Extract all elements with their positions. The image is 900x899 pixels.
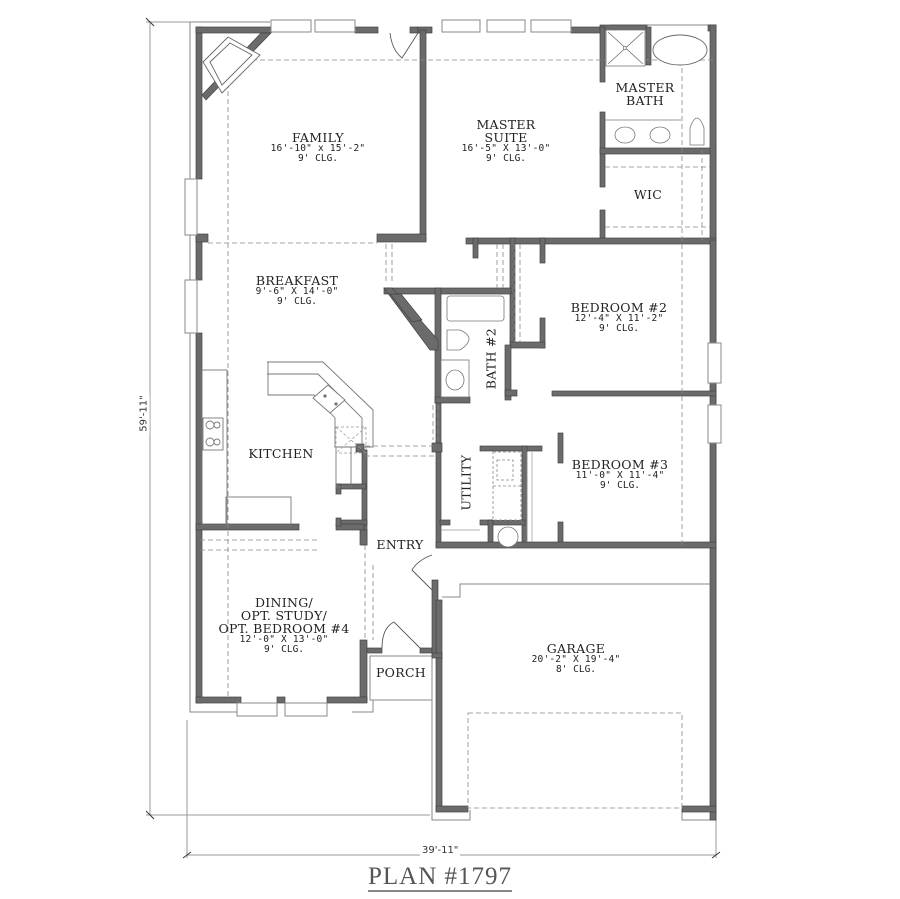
room-porch: PORCH [376,666,426,679]
room-name: BATH #2 [483,327,499,390]
room-name: KITCHEN [248,446,314,461]
room-wic: WIC [634,188,662,201]
room-family: FAMILY 16'-10" x 15'-2" 9' CLG. [271,131,366,164]
room-master-bath: MASTER BATH [615,81,674,107]
room-ceiling: 9' CLG. [297,153,339,165]
walls [195,24,717,821]
room-name-line2: BATH [626,93,664,109]
room-name: GARAGE [546,641,606,656]
water-heater-icon [497,526,519,548]
room-name-line1: MASTER [615,80,675,95]
room-name: WIC [633,187,663,202]
room-dimensions: 16'-5" X 13'-0" [461,143,551,155]
room-name: UTILITY [458,454,474,511]
toilet-icon [689,117,705,146]
bathtub-icon [652,34,708,66]
room-utility: UTILITY [458,454,474,511]
room-entry: ENTRY [376,538,423,551]
room-ceiling: 9' CLG. [263,644,305,656]
kitchen-counters [201,361,374,526]
room-dimensions: 11'-0" X 11'-4" [575,470,665,482]
room-dimensions: 12'-0" X 13'-0" [239,634,329,646]
overall-width-label: 39'-11" [420,845,461,856]
room-bedroom2: BEDROOM #2 12'-4" X 11'-2" 9' CLG. [571,301,667,334]
overall-depth-label: 59'-11" [138,393,150,434]
room-name-line2: SUITE [484,130,528,146]
bath2-fixtures [440,295,505,398]
room-ceiling: 9' CLG. [599,480,641,492]
room-garage: GARAGE 20'-2" X 19'-4" 8' CLG. [532,642,621,675]
kitchen-sink-icon [312,384,346,414]
room-name: PORCH [375,665,427,680]
room-dimensions: 16'-10" x 15'-2" [270,143,366,155]
room-name: ENTRY [376,537,424,552]
room-bath2: BATH #2 [483,327,499,390]
fireplace-icon [202,36,261,94]
room-name-line2: OPT. STUDY/ [240,608,328,624]
plan-title: PLAN #1797 [368,863,513,892]
exterior-outline [189,21,717,821]
room-ceiling: 9' CLG. [485,153,527,165]
room-name-line1: DINING/ [254,595,314,610]
doors [381,32,433,649]
cooktop-icon [202,417,224,451]
vanity-sinks-icon [605,119,681,144]
room-name: FAMILY [292,130,344,145]
closet-shelves [441,452,533,542]
room-dimensions: 12'-4" X 11'-2" [574,313,664,325]
room-kitchen: KITCHEN [248,447,313,460]
room-name: BREAKFAST [255,273,339,288]
room-name-line3: OPT. BEDROOM #4 [218,621,350,637]
room-name-line1: MASTER [476,117,536,132]
room-ceiling: 8' CLG. [555,664,597,676]
room-master-suite: MASTER SUITE 16'-5" X 13'-0" 9' CLG. [462,118,551,164]
windows [184,19,722,717]
room-ceiling: 9' CLG. [598,323,640,335]
pantry-x-icon [335,426,367,454]
room-dimensions: 20'-2" X 19'-4" [531,654,621,666]
shower-icon [605,29,646,67]
room-bedroom3: BEDROOM #3 11'-0" X 11'-4" 9' CLG. [572,458,668,491]
room-name: BEDROOM #2 [570,300,668,315]
ceiling-lines [200,59,716,809]
room-name: BEDROOM #3 [571,457,669,472]
washer-dryer-icon [492,451,522,521]
room-breakfast: BREAKFAST 9'-6" X 14'-0" 9' CLG. [256,274,339,307]
room-dining: DINING/ OPT. STUDY/ OPT. BEDROOM #4 12'-… [218,596,349,655]
room-dimensions: 9'-6" X 14'-0" [255,286,339,298]
room-ceiling: 9' CLG. [276,296,318,308]
garage-outline [442,583,710,598]
